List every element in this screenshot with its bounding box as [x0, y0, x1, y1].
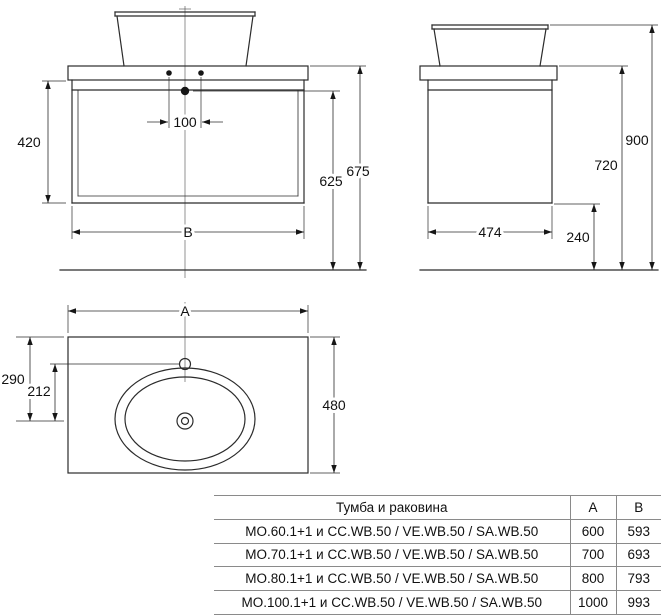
dimension-labels: 420 100 625 675 B 474 240 720 900 A 290 …: [0, 111, 652, 416]
dim-label-100: 100: [173, 114, 197, 130]
col-header-a: A: [569, 495, 616, 520]
col-header-b: B: [615, 495, 661, 520]
table-row: MO.80.1+1 и CC.WB.50 / VE.WB.50 / SA.WB.…: [214, 566, 661, 591]
cell-a: 700: [569, 542, 616, 567]
top-view: [67, 336, 309, 474]
cell-a: 600: [569, 518, 616, 544]
col-header-model: Тумба и раковина: [214, 495, 570, 520]
dim-label-240: 240: [566, 229, 590, 245]
front-view: [59, 11, 367, 271]
dim-label-900: 900: [625, 132, 649, 148]
cell-model: MO.80.1+1 и CC.WB.50 / VE.WB.50 / SA.WB.…: [214, 566, 570, 591]
dimension-lines: [27, 25, 655, 473]
table-row: MO.60.1+1 и CC.WB.50 / VE.WB.50 / SA.WB.…: [214, 518, 661, 544]
cell-b: 693: [615, 542, 661, 567]
dim-label-212: 212: [27, 383, 51, 399]
spec-table: Тумба и раковина A B MO.60.1+1 и CC.WB.5…: [214, 495, 661, 615]
spec-table-grid: Тумба и раковина A B MO.60.1+1 и CC.WB.5…: [214, 495, 661, 615]
centerlines: [179, 6, 191, 382]
side-view: [419, 24, 659, 271]
dim-label-720: 720: [594, 157, 618, 173]
dim-label-480: 480: [322, 397, 346, 413]
table-row: MO.70.1+1 и CC.WB.50 / VE.WB.50 / SA.WB.…: [214, 542, 661, 567]
table-row: MO.100.1+1 и CC.WB.50 / VE.WB.50 / SA.WB…: [214, 590, 661, 615]
dim-label-675: 675: [346, 163, 370, 179]
dim-label-625: 625: [319, 173, 343, 189]
cell-a: 800: [569, 566, 616, 591]
dim-label-474: 474: [478, 224, 502, 240]
cell-b: 593: [615, 518, 661, 544]
dim-label-290: 290: [1, 371, 25, 387]
dim-label-A: A: [180, 303, 190, 319]
cell-b: 993: [615, 590, 661, 615]
cell-model: MO.70.1+1 и CC.WB.50 / VE.WB.50 / SA.WB.…: [214, 542, 570, 567]
cell-b: 793: [615, 566, 661, 591]
dim-label-420: 420: [17, 134, 41, 150]
spec-header-row: Тумба и раковина A B: [214, 495, 661, 520]
cell-model: MO.100.1+1 и CC.WB.50 / VE.WB.50 / SA.WB…: [214, 590, 570, 615]
cell-model: MO.60.1+1 и CC.WB.50 / VE.WB.50 / SA.WB.…: [214, 518, 570, 544]
cell-a: 1000: [569, 590, 616, 615]
dim-label-B: B: [183, 224, 192, 240]
